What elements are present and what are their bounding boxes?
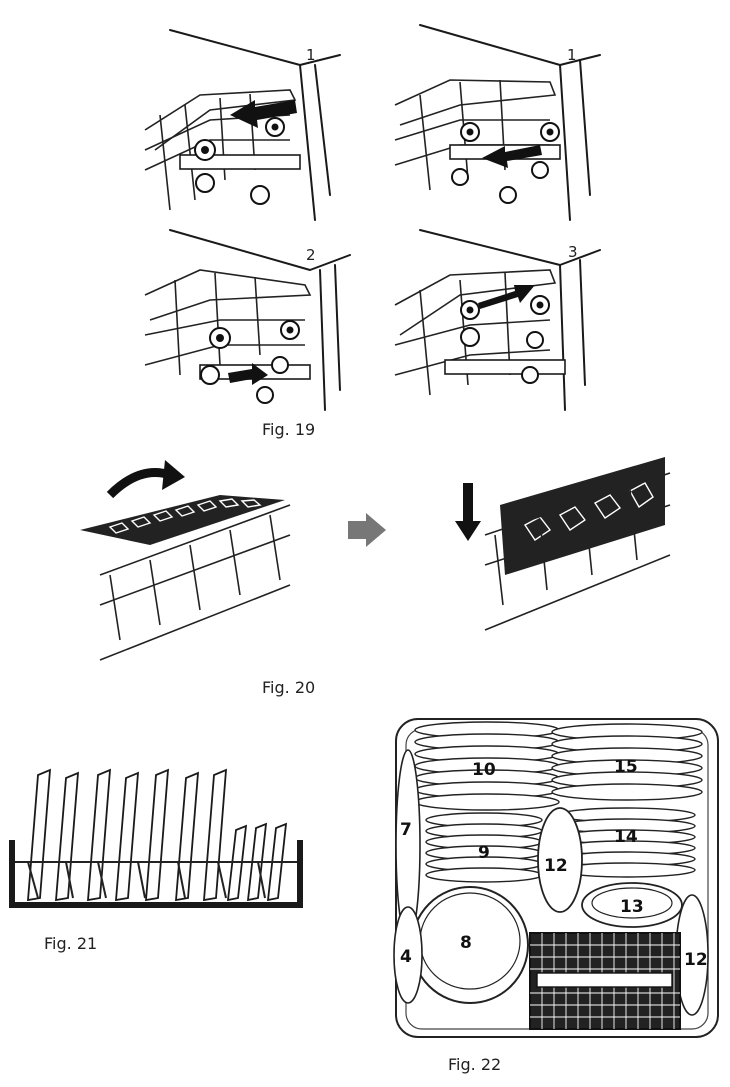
fig22-label-12b: 12 <box>684 950 708 970</box>
fig20-left-illustration <box>80 460 291 661</box>
figure-21 <box>8 768 308 915</box>
fig19-panel-2 <box>394 24 601 221</box>
fig20-next-arrow-icon <box>348 513 386 547</box>
fig19-step-label: 1 <box>567 46 577 64</box>
fig19-step-label: 2 <box>306 246 316 264</box>
fig21-caption: Fig. 21 <box>44 934 98 953</box>
fig19-panel-3 <box>144 229 351 411</box>
fig22-loading-illustration: 10 15 7 14 9 12 13 8 4 12 <box>393 718 719 1038</box>
fig22-label-8: 8 <box>460 933 472 953</box>
fig19-panel-4 <box>394 229 601 411</box>
fig22-label-10: 10 <box>472 760 496 780</box>
fig19-step-label: 3 <box>568 243 578 261</box>
fig22-label-7: 7 <box>400 820 412 840</box>
fig19-panel-1 <box>144 29 341 221</box>
figure-22: 10 15 7 14 9 12 13 8 4 12 <box>392 715 722 1045</box>
fig22-label-15: 15 <box>614 757 638 777</box>
fig22-label-14: 14 <box>614 827 638 847</box>
fig22-label-4: 4 <box>400 947 412 967</box>
down-arrow-icon <box>455 521 481 541</box>
fig22-label-12: 12 <box>544 856 568 876</box>
fig22-caption: Fig. 22 <box>448 1055 502 1074</box>
figure-19: 1 1 <box>140 20 601 420</box>
fig21-plate-rack-illustration <box>9 768 303 908</box>
fig20-right-illustration <box>455 457 671 631</box>
fig22-label-9: 9 <box>478 843 490 863</box>
fig22-label-13: 13 <box>620 897 644 917</box>
fig19-step-label: 1 <box>306 46 316 64</box>
fig20-caption: Fig. 20 <box>262 678 316 697</box>
fig19-caption: Fig. 19 <box>262 420 316 439</box>
figure-20 <box>70 455 690 675</box>
rotate-arrow-icon <box>162 460 185 490</box>
